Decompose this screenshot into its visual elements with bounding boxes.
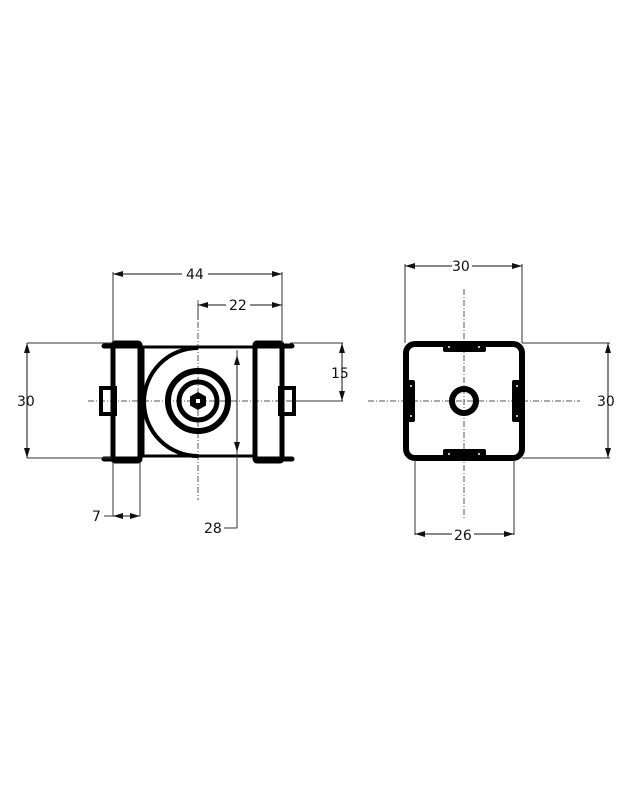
- slot-right: [512, 380, 521, 422]
- inner-ring: [176, 379, 220, 423]
- dim-22-label: 22: [229, 298, 247, 314]
- dim-30-left-label: 30: [17, 394, 35, 410]
- dim-15-label: 15: [331, 366, 349, 382]
- side-view: 28 44 22 30 15 7: [17, 267, 349, 537]
- center-bore: [449, 386, 479, 416]
- outer-ring: [165, 368, 231, 434]
- dim-28-label: 28: [204, 521, 222, 537]
- dim-44-label: 44: [186, 267, 204, 283]
- dim-30-right-label: 30: [597, 394, 615, 410]
- dim-26-label: 26: [454, 528, 472, 544]
- left-flange: [99, 340, 143, 464]
- right-flange: [252, 340, 296, 464]
- slot-top: [443, 344, 486, 352]
- front-view: 30 30 26: [368, 259, 615, 544]
- dim-7-label: 7: [92, 509, 101, 525]
- slot-left: [406, 380, 415, 422]
- dim-30-top-label: 30: [452, 259, 470, 275]
- slot-bottom: [443, 449, 486, 457]
